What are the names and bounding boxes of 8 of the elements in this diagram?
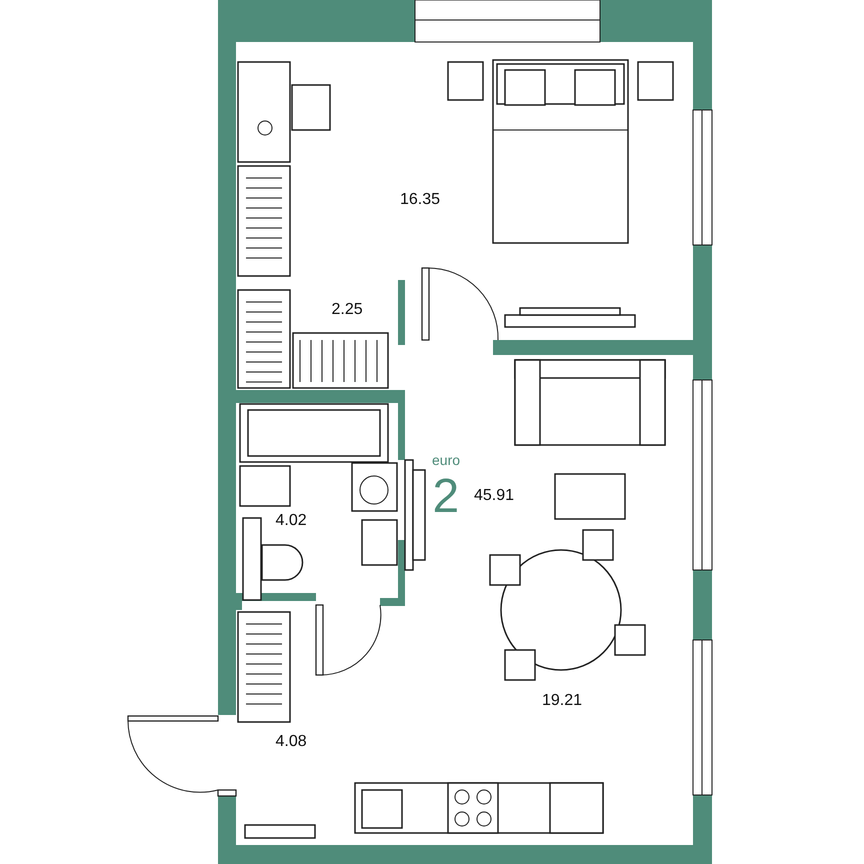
room-area-label: 4.02 — [276, 513, 307, 529]
room-area-label: 16.35 — [400, 192, 440, 208]
room-count-label: 2 — [432, 473, 460, 521]
total-area-label: 45.91 — [474, 488, 514, 504]
room-area-label: 2.25 — [332, 302, 363, 318]
room-area-label: 4.08 — [276, 734, 307, 750]
room-area-label: 19.21 — [542, 693, 582, 709]
unit-class-label: euro — [432, 453, 460, 467]
